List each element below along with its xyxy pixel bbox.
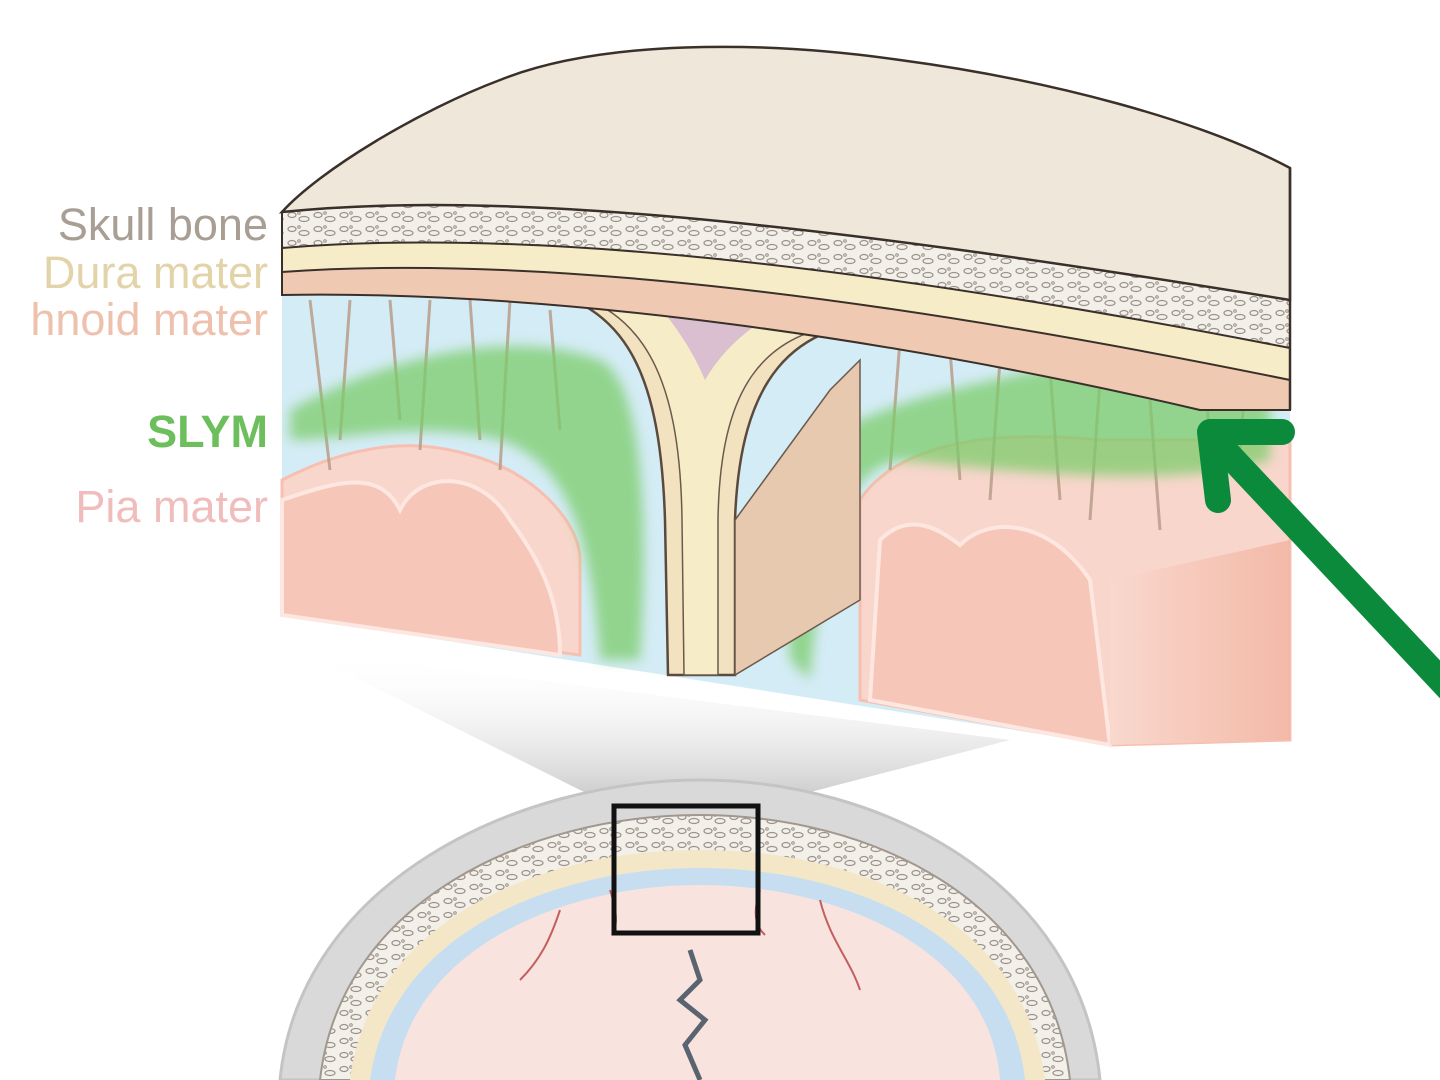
magnification-cone	[300, 650, 1010, 800]
label-dura-mater: Dura mater	[43, 247, 268, 298]
label-slym: SLYM	[147, 406, 268, 457]
label-pia-mater: Pia mater	[75, 481, 268, 532]
tissue-block	[280, 240, 1292, 748]
label-arachnoid-mater: hnoid mater	[30, 294, 268, 345]
label-skull-bone: Skull bone	[58, 199, 268, 250]
skull-surface	[278, 45, 1292, 302]
skull-layers	[278, 45, 1292, 411]
head-cross-section	[278, 778, 1102, 1080]
slym-layer	[290, 330, 1270, 680]
pointer-arrow	[1197, 419, 1440, 699]
zoom-region-box	[611, 803, 761, 936]
